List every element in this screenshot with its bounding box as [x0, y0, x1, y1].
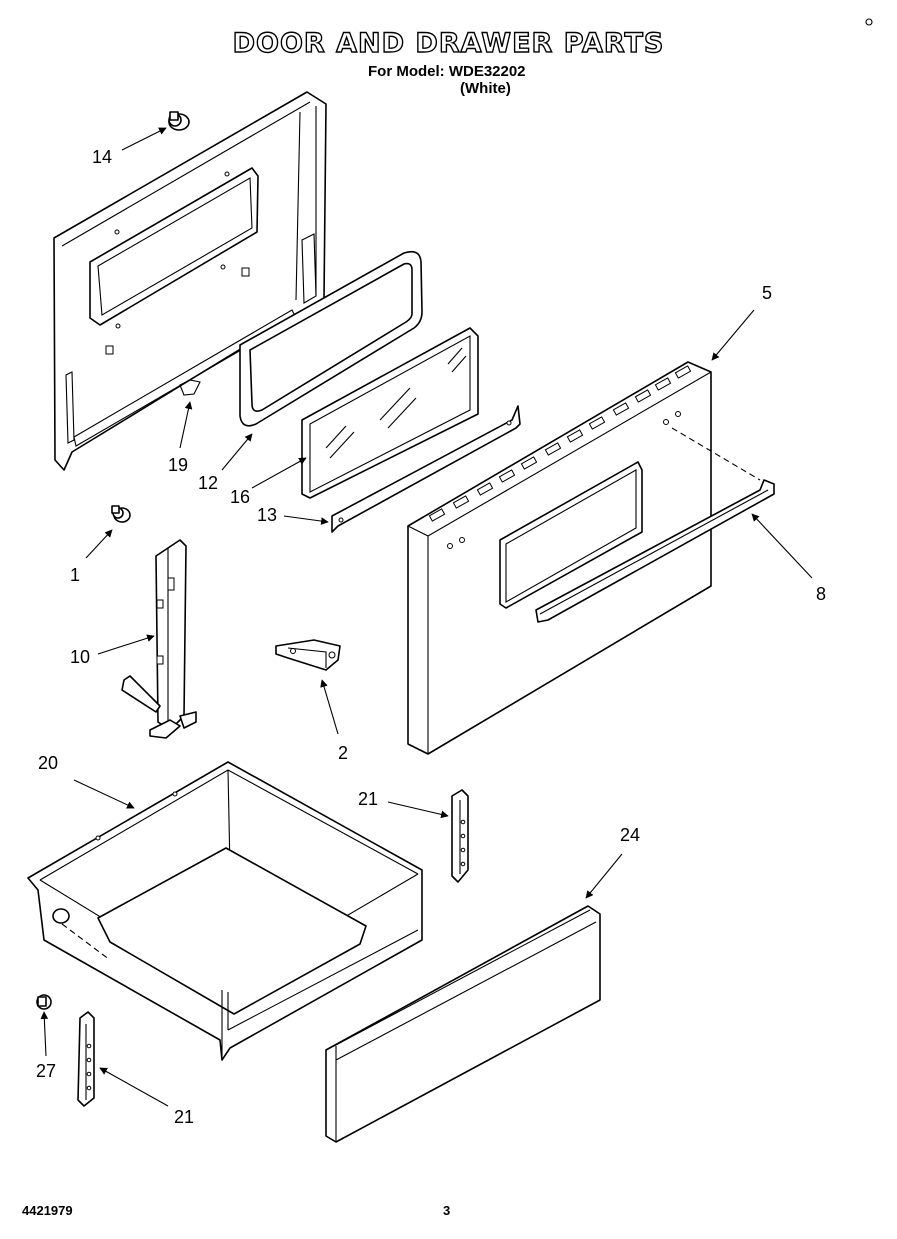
part-21-slide-bracket-lower — [77, 1011, 95, 1107]
leader-10 — [97, 634, 155, 655]
leader-1 — [85, 529, 113, 559]
part-10-hinge — [121, 539, 197, 739]
page-corner-mark — [865, 18, 873, 26]
part-27-screw — [36, 994, 52, 1010]
part-12-door-gasket — [239, 250, 423, 427]
callout-16: 16 — [230, 487, 251, 507]
part-2-hinge-receptacle — [275, 639, 341, 671]
leader-13 — [283, 515, 329, 525]
leader-21-upper — [387, 801, 449, 819]
leader-14 — [121, 127, 167, 151]
leader-27 — [40, 1011, 49, 1057]
drawer-screw-alignment-line — [61, 923, 111, 961]
leader-24 — [585, 853, 623, 899]
leader-19 — [179, 401, 193, 449]
model-number: For Model: WDE32202 — [368, 63, 526, 80]
part-16-window-glass — [301, 327, 479, 499]
callout-27: 27 — [36, 1061, 57, 1081]
leader-16 — [251, 457, 307, 489]
callout-5: 5 — [762, 283, 773, 303]
leader-lines — [40, 127, 813, 1107]
part-1-bumper — [111, 505, 131, 523]
leader-20 — [73, 779, 135, 809]
part-20-drawer — [27, 761, 423, 1061]
part-19-inner-door-panel — [53, 91, 327, 471]
diagram-title: DOOR AND DRAWER PARTS — [232, 27, 665, 59]
callout-8: 8 — [816, 584, 827, 604]
leader-2 — [320, 679, 339, 735]
part-14-bumper — [168, 111, 190, 131]
part-21-slide-bracket-upper — [451, 789, 469, 883]
leader-8 — [751, 513, 813, 579]
callout-2: 2 — [338, 743, 349, 763]
callout-20: 20 — [38, 753, 59, 773]
part-5-outer-door — [407, 361, 712, 755]
callout-24: 24 — [620, 825, 641, 845]
model-info: For Model: WDE32202 (White) — [368, 63, 526, 97]
leader-5 — [711, 309, 755, 361]
callout-21-upper: 21 — [358, 789, 379, 809]
callout-14: 14 — [92, 147, 113, 167]
part-8-door-handle — [535, 479, 775, 623]
callout-10: 10 — [70, 647, 91, 667]
callout-19: 19 — [168, 455, 189, 475]
callout-21-lower: 21 — [174, 1107, 195, 1127]
page-number: 3 — [443, 1203, 451, 1218]
leader-21-lower — [99, 1067, 169, 1107]
part-13-trim-strip — [331, 405, 521, 533]
callout-12: 12 — [198, 473, 219, 493]
callout-1: 1 — [70, 565, 81, 585]
part-24-drawer-front — [325, 905, 601, 1143]
document-number: 4421979 — [22, 1203, 73, 1218]
leader-12 — [221, 433, 253, 471]
callout-13: 13 — [257, 505, 278, 525]
model-color: (White) — [460, 80, 511, 97]
handle-alignment-line — [671, 427, 761, 481]
door-vent-slots — [428, 365, 692, 522]
